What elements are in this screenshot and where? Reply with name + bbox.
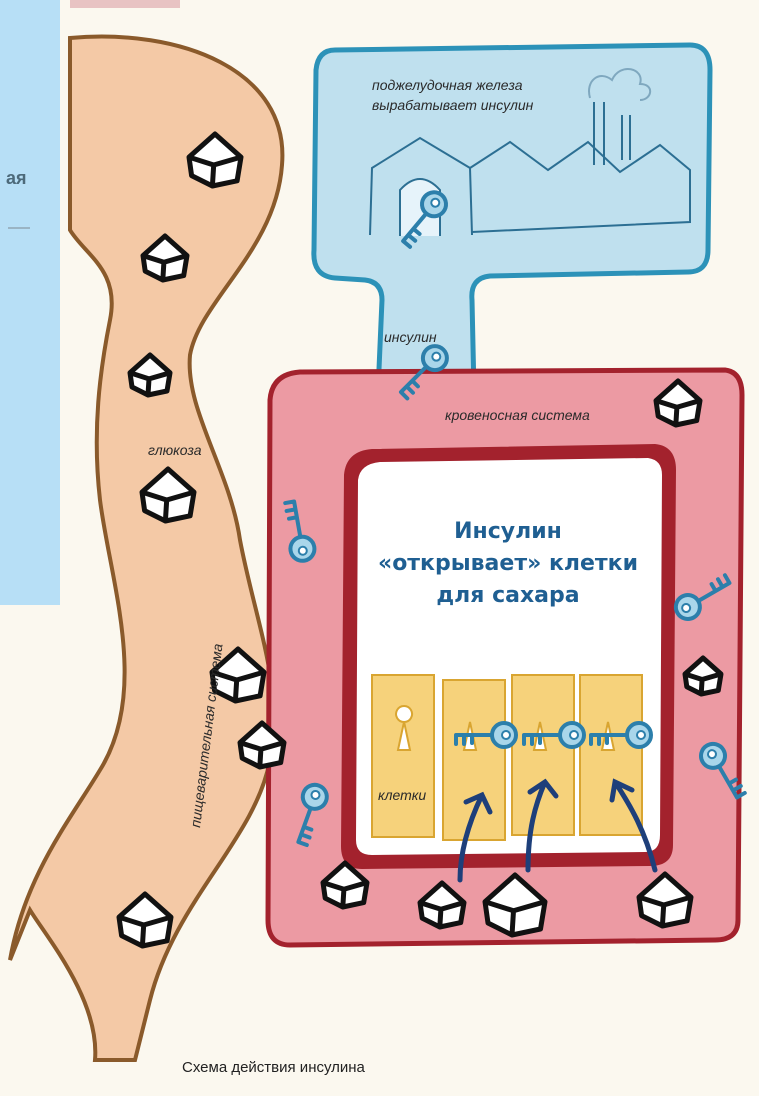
main-text-line3: для сахара (436, 583, 579, 608)
blood-system-label: кровеносная система (445, 407, 590, 423)
caption: Схема действия инсулина (182, 1059, 366, 1076)
insulin-label: инсулин (384, 329, 437, 345)
sidebar-panel (0, 0, 60, 605)
pancreas-label-line1: поджелудочная железа (372, 77, 523, 93)
top-photo-strip (70, 0, 180, 8)
sidebar-fragment-text: ая (6, 168, 27, 188)
main-text-line2: «открывает» клетки (378, 551, 638, 576)
cell-3 (512, 675, 574, 835)
main-text-line1: Инсулин (454, 519, 562, 544)
cells-label: клетки (378, 787, 426, 803)
cell-1 (372, 675, 434, 837)
glucose-label: глюкоза (148, 442, 202, 458)
pancreas-label-line2: вырабатывает инсулин (372, 97, 534, 113)
